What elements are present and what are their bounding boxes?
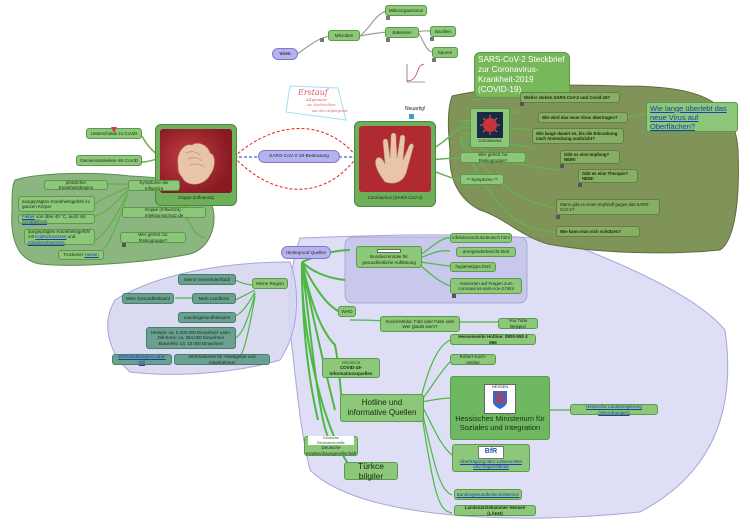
grippe-caption: Grippe (Influenza): [177, 195, 215, 200]
worldcat-logo: WorldCat: [341, 359, 361, 365]
node-tuerkce[interactable]: Türkce bilgiler: [344, 461, 398, 481]
node-rki[interactable]: Robert-Koch-Institut: [450, 354, 496, 365]
node-infektionsschutz[interactable]: Grippe (Influenza) - Infektionsschutz.de: [122, 207, 206, 218]
handwritten-line-3: ...sie Nachrichten: [304, 103, 336, 107]
link-icon: [556, 215, 560, 219]
link-icon: [452, 294, 456, 298]
q-schuetzen[interactable]: Wie kann man sich schützen?: [556, 226, 640, 237]
funnel-icon: [111, 120, 117, 133]
handwritten-line-2: Allgemein-: [306, 97, 328, 102]
link-icon: [320, 38, 324, 42]
link-icon: [520, 102, 524, 106]
symptom-1[interactable]: plötzlicher Krankheitsbeginn: [44, 180, 108, 190]
handwritten-note: Erstauf Allgemein- ...sie Nachrichten au…: [278, 84, 348, 122]
link-icon: [386, 38, 390, 42]
q-impfstoff[interactable]: Wann gibt es einen Impfstoff gegen das S…: [556, 199, 660, 215]
hessen-lion-icon: [493, 390, 507, 409]
node-risikogruppe-right[interactable]: Wer gehört zur Risikogruppe?: [460, 152, 526, 163]
node-risikogruppe-left[interactable]: Wer gehört zur Risikogruppe?: [120, 232, 186, 243]
symptom-3[interactable]: Fieber von über 40 °C, auch mit Schüttel…: [18, 214, 95, 224]
corona-caption: Coronavirus (SARS-CoV-2): [367, 195, 423, 200]
handwritten-frame: [285, 85, 347, 121]
q-inkubation[interactable]: Wie lange dauert es, bis die Erkrankung …: [532, 128, 624, 144]
link-oberflaechen[interactable]: Wie lange überlebt das neue Virus auf Ob…: [646, 102, 738, 132]
bzga-link-4[interactable]: Antworten auf Fragen zum coronavirus-sar…: [450, 278, 522, 294]
node-bazillen[interactable]: Bazillen: [430, 26, 456, 37]
node-symptome-corona[interactable]: ** Symptome **: [460, 174, 504, 185]
schuettelfrost-link[interactable]: Schüttelfrost: [22, 219, 48, 224]
node-mikroorganismus[interactable]: Mikroorganismus: [385, 5, 427, 16]
bzga-logo: [377, 249, 401, 254]
coronavirus-image-node[interactable]: Coronavirus: [470, 108, 510, 148]
node-wirtschaftsregion[interactable]: Wirtschaftsregion Lahn-Dill: [112, 354, 172, 365]
q-impfung[interactable]: Gibt es eine Impfung? NEIN!: [560, 150, 620, 164]
node-viren[interactable]: Viren: [272, 48, 298, 60]
corona-image-frame: Coronavirus (SARS-CoV-2): [354, 121, 436, 207]
node-hotline-hessen[interactable]: Hessenweite Hotline: 0800-555 4 666: [450, 334, 536, 345]
node-covid-info[interactable]: WorldCat COVID-19-Informationsquellen: [322, 358, 380, 378]
symptom-4[interactable]: ausgeprägtes Krankheitsgefühl mit Kopfsc…: [24, 229, 95, 245]
node-landesregierung[interactable]: Hessische Landesregierung (Verordnungen): [570, 404, 658, 415]
hessen-logo: HESSEN: [484, 384, 516, 414]
link-icon: [122, 243, 126, 247]
influenza-image-frame: Grippe (Influenza): [155, 124, 237, 206]
link-icon: [560, 164, 564, 168]
q-uebertragen[interactable]: Wie wird das neue Virus übertragen?: [538, 112, 628, 123]
symptom-5[interactable]: Trockener Husten: [58, 250, 104, 260]
symptom-2[interactable]: ausgeprägtes Krankheitsgefühl im ganzen …: [18, 196, 95, 212]
node-hessen-stats[interactable]: Hessen: ca. 6.200.000 Einwohner Lahn-Dil…: [146, 327, 236, 349]
coronavirus-icon: [477, 112, 503, 139]
kopfschmerzen-link[interactable]: Kopfschmerzen: [35, 234, 67, 240]
link-icon: [432, 58, 436, 62]
fist-hand-image: [160, 129, 232, 193]
handwritten-line-1: Erstauf: [298, 88, 328, 97]
node-who[interactable]: WHO: [338, 306, 356, 317]
bzga-link-2[interactable]: anregenderbericht.html: [456, 247, 516, 257]
node-gemeinsamkeiten[interactable]: Gemeinsamkeiten mit CoViD: [76, 155, 142, 166]
node-sporen[interactable]: Sporen: [432, 47, 458, 58]
q-therapie[interactable]: Gibt es eine Therapie? NEIN!: [578, 169, 638, 183]
node-hintergrund-quellen[interactable]: Hintergrund Quellen: [281, 246, 331, 259]
node-bfr[interactable]: BfR Übertragung über Lebensmittel und Ge…: [452, 444, 530, 472]
fieber-link[interactable]: Fieber: [22, 213, 35, 219]
husten-link[interactable]: Husten: [84, 252, 99, 258]
node-gemeinde[interactable]: Meine Gemeinde/Stadt: [178, 274, 236, 285]
node-laek[interactable]: Landesärztekammer Hessen (LÄKH): [454, 505, 536, 516]
q-staerke[interactable]: Woher stehen SARS-CoV-2 und Covid-19?: [520, 92, 620, 103]
node-bundesgesundheit[interactable]: Bundesgesundheitsministerium: [454, 489, 522, 500]
open-hand-image: [359, 126, 431, 192]
bzga-link-3[interactable]: hygienetipps.html: [450, 262, 496, 272]
flag-icon: [409, 114, 414, 119]
node-bzga[interactable]: Bundeszentrale für gesundheitliche Aufkl…: [356, 246, 422, 268]
bfr-logo: BfR: [477, 446, 505, 459]
node-youtube[interactable]: You Tube Beispiel: [498, 318, 538, 329]
node-center-topic[interactable]: SARS-CoV-2-19-Bedeutung: [258, 150, 340, 163]
node-steckbrief[interactable]: SARS-CoV-2 Steckbrief zur Coronavirus-Kr…: [474, 52, 570, 98]
node-mikroben[interactable]: Mikroben: [328, 30, 360, 41]
node-hessen-ministerium[interactable]: HESSEN Hessisches Ministerium für Sozial…: [450, 376, 550, 440]
node-meine-region[interactable]: Meine Region: [252, 278, 288, 289]
handwritten-line-4: aus den Anfangszeit: [312, 109, 348, 113]
node-hotline-quellen[interactable]: Hotline und informative Quellen: [340, 394, 424, 422]
node-landkreis[interactable]: Mein Landkreis: [192, 293, 236, 304]
node-gesundheitsamt[interactable]: Mein Gesundheitsamt: [122, 293, 174, 304]
node-bakterien[interactable]: Bakterien: [385, 27, 419, 38]
link-icon: [578, 183, 582, 187]
link-icon: [430, 37, 434, 41]
link-icon: [386, 16, 390, 20]
node-informationen-arbeit[interactable]: Informationen für Arbeitgeber und Arbeit…: [174, 354, 270, 365]
neuartig-label: Neuartig!: [405, 106, 426, 112]
behinderten-logo: Deutsche Behindertenhilfe: [308, 436, 354, 446]
node-landesgesundheitsamt[interactable]: Landesgesundheitsamt: [178, 312, 236, 323]
node-symptome-influenza[interactable]: Symptome der Influenza: [128, 180, 180, 191]
curve-sketch-icon: [406, 63, 425, 83]
gliederschmerzen-link[interactable]: Gliederschmerzen: [28, 239, 65, 245]
node-social-media[interactable]: Social-Media: Fakt oder Fake oder Wer gl…: [380, 316, 460, 332]
node-behinderten[interactable]: Deutsche Behindertenhilfe Deutsche Krank…: [304, 436, 358, 456]
bzga-link-1[interactable]: infektionsschutzdeutsch.html: [450, 233, 512, 243]
